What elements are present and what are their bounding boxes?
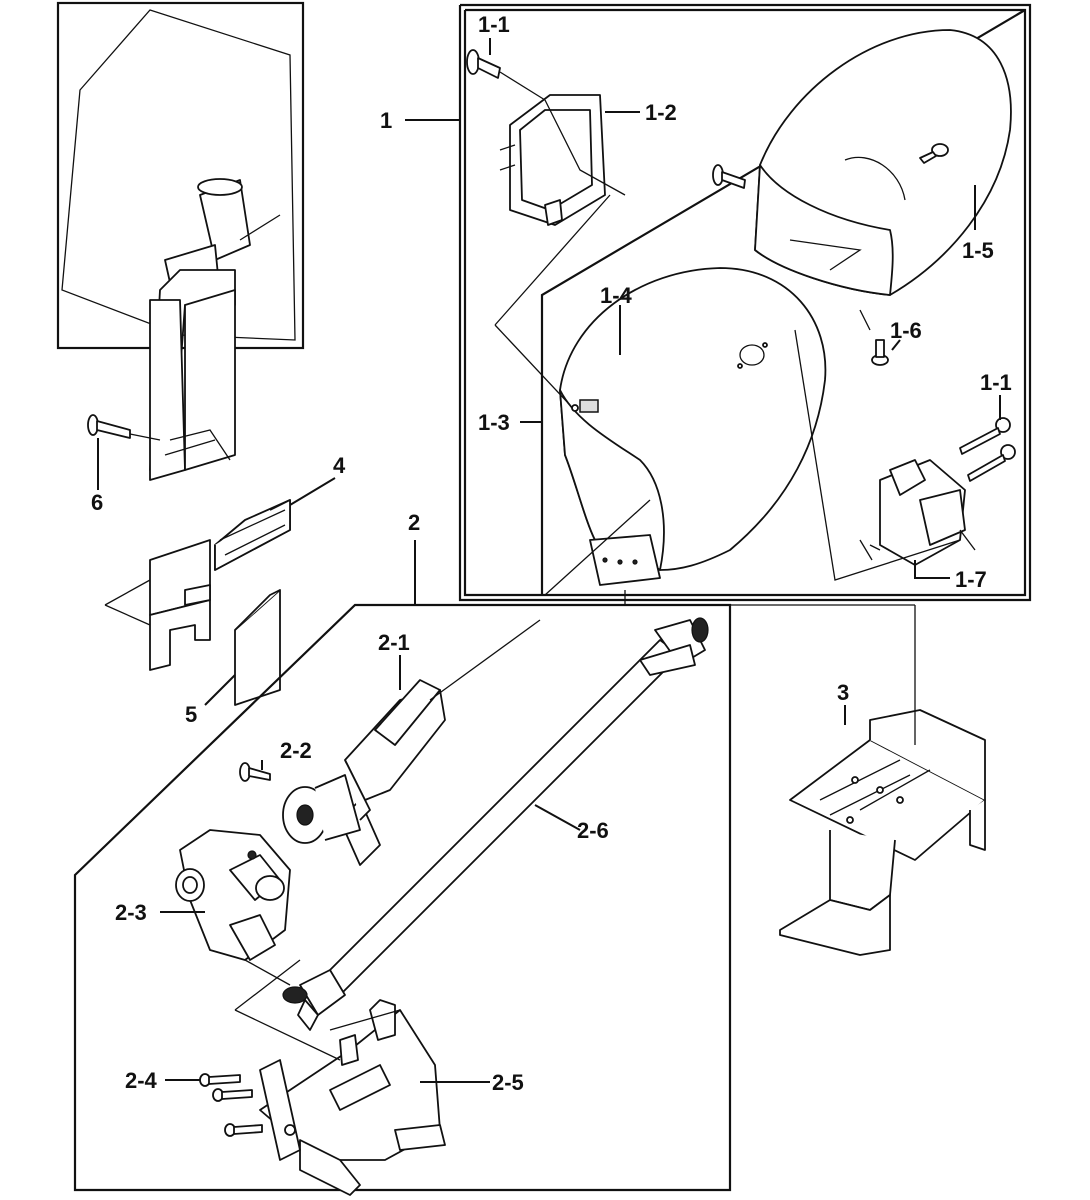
label-1-1-right: 1-1 [980,370,1012,395]
screws-2-4 [199,1073,263,1137]
tube-1-3 [544,267,827,596]
burner-2-1 [339,619,541,866]
label-1-7: 1-7 [955,567,987,592]
bracket-6 [149,269,236,481]
pad-5 [234,589,281,706]
label-1-3: 1-3 [478,410,510,435]
label-2-6: 2-6 [577,818,609,843]
label-2-3: 2-3 [115,900,147,925]
nozzle [282,774,361,844]
label-2: 2 [408,510,420,535]
leader-lines [97,38,1001,1083]
label-4: 4 [333,453,346,478]
bracket-3 [779,605,986,956]
callout-labels: 1 1-1 1-2 1-3 1-4 1-5 1-6 1-1 1-7 2 2-1 … [91,12,1012,1095]
label-5: 5 [185,702,197,727]
label-1-6: 1-6 [890,318,922,343]
label-2-1: 2-1 [378,630,410,655]
sensor-1-7 [794,329,1016,581]
screw-1-6 [859,309,889,366]
label-1-5: 1-5 [962,238,994,263]
tube-2-6 [282,617,709,1031]
bracket-1-2 [499,94,626,226]
label-2-5: 2-5 [492,1070,524,1095]
label-2-4: 2-4 [125,1068,158,1093]
bracket-2-5 [234,959,446,1196]
bracket-4 [104,499,291,671]
label-2-2: 2-2 [280,738,312,763]
tube-1-5 [712,29,1012,296]
label-1-2: 1-2 [645,100,677,125]
label-1-1-top: 1-1 [478,12,510,37]
assembly-2-frame [73,603,732,1192]
label-3: 3 [837,680,849,705]
label-1: 1 [380,108,392,133]
label-6: 6 [91,490,103,515]
screw-1-1-top [466,49,546,101]
screw-2-2 [239,762,271,782]
valve-2-3 [175,829,291,986]
screw-6 [87,414,161,441]
label-1-4: 1-4 [600,283,633,308]
